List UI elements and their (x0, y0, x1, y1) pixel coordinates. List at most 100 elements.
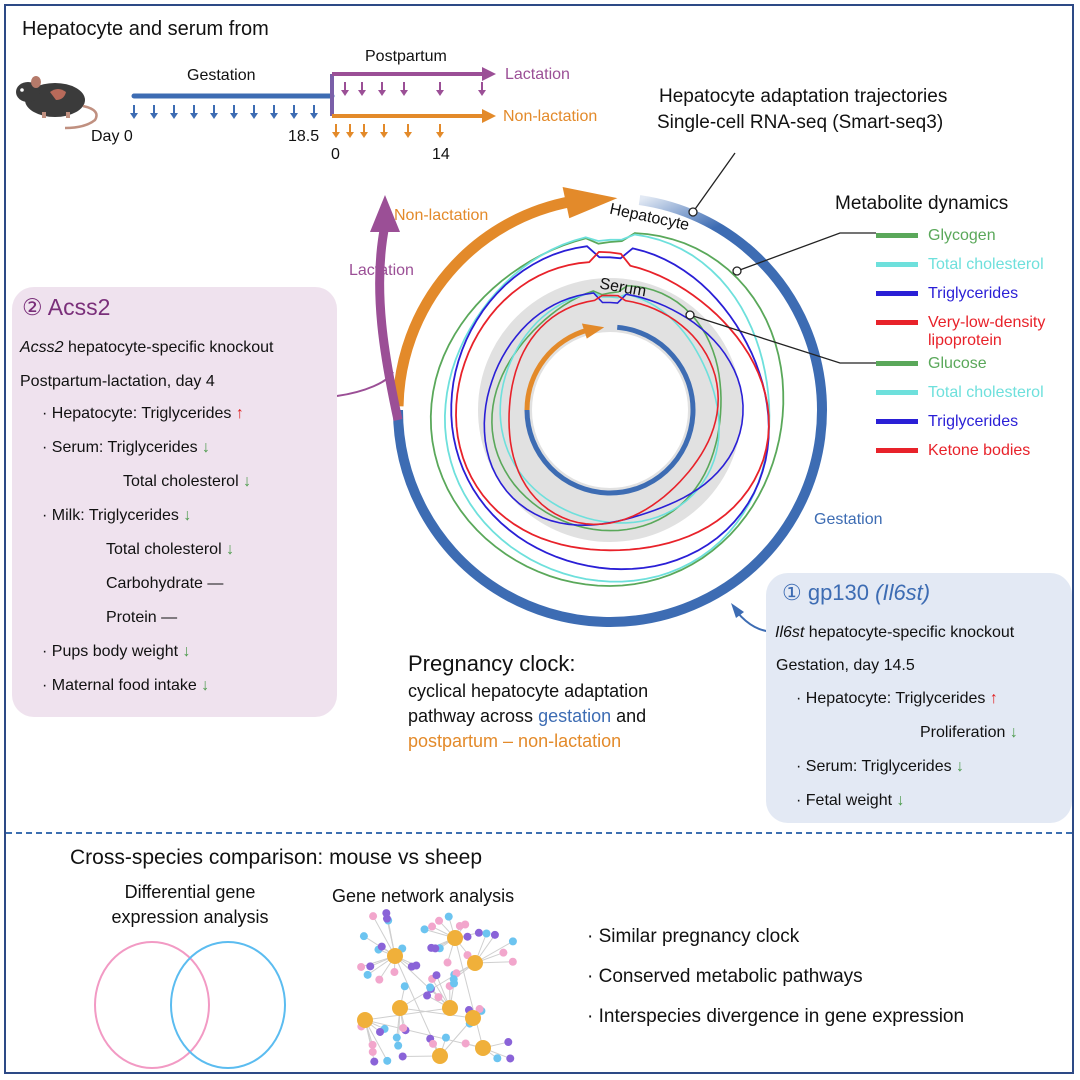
lactation-sample-arrows (341, 82, 486, 96)
network-node (428, 922, 437, 931)
gp130-title-name: ① gp130 (782, 580, 876, 605)
acss2-pointer (336, 371, 394, 397)
day-18-5-label: 18.5 (288, 128, 320, 145)
sample-arrow-head (170, 113, 178, 119)
network-edge (454, 937, 484, 1049)
network-node (423, 991, 432, 1000)
sample-arrow-head (400, 90, 408, 96)
network-edge (364, 1007, 451, 1021)
network-node (400, 982, 409, 991)
network-hub-node (357, 1012, 373, 1028)
sample-arrow-head (230, 113, 238, 119)
network-node (475, 1005, 484, 1014)
pregnancy-clock-line1: cyclical hepatocyte adaptation (408, 681, 649, 701)
finding-row: Carbohydrate — (106, 575, 223, 593)
hepatocyte-callout-dot (732, 266, 742, 276)
sample-arrow-head (436, 90, 444, 96)
network-node (463, 932, 472, 941)
network-edge (394, 955, 451, 1009)
network-node (398, 1052, 407, 1061)
gestation-sample-arrows (130, 105, 318, 119)
serum-legend-item: Triglycerides (876, 413, 1018, 431)
no-change-icon: — (207, 575, 224, 592)
finding-row: Proliferation ↓ (920, 724, 1018, 742)
finding-row: · Milk: Triglycerides ↓ (42, 507, 191, 525)
non-lactation-arrowhead (482, 109, 496, 123)
sample-arrow-head (404, 132, 412, 138)
serum-legend-callout (689, 314, 876, 364)
network-node (443, 958, 452, 967)
clock-non-lactation-label: Non-lactation (394, 207, 489, 224)
network-node (426, 983, 435, 992)
trajectories-method: Single-cell RNA-seq (Smart-seq3) (657, 112, 944, 133)
sample-arrow-head (341, 90, 349, 96)
legend-label: Triglycerides (928, 413, 1019, 430)
sample-arrow-head (190, 113, 198, 119)
network-node (441, 1033, 450, 1042)
network-node (376, 1027, 385, 1036)
clock-lactation-label: Lactation (349, 262, 414, 279)
legend-swatch (876, 291, 918, 297)
finding-row: · Serum: Triglycerides ↓ (796, 758, 964, 776)
legend-swatch (876, 233, 918, 239)
lactation-arrowhead (370, 195, 400, 232)
finding-text: Total cholesterol (123, 473, 244, 490)
timeline-diagram (16, 67, 496, 138)
gp130-condition: Gestation, day 14.5 (776, 657, 915, 674)
legend-swatch (876, 448, 918, 454)
network-node (506, 1054, 515, 1063)
network-node (432, 971, 441, 980)
venn-circle-mouse (94, 941, 210, 1069)
legend-label: Very-low-density (928, 314, 1046, 331)
network-node (357, 962, 366, 971)
legend-swatch (876, 419, 918, 425)
acss2-knockout-line: Acss2 hepatocyte-specific knockout (20, 339, 273, 357)
network-hub-node (475, 1040, 491, 1056)
network-node (382, 909, 391, 918)
non-lactation-label: Non-lactation (503, 108, 598, 125)
deg-title-line1: Differential gene (124, 882, 256, 902)
day-0-label: Day 0 (91, 128, 133, 145)
line2-gestation: gestation (538, 706, 612, 726)
legend-label: Total cholesterol (928, 256, 1044, 273)
gp130-knockout-line: Il6st hepatocyte-specific knockout (775, 624, 1014, 642)
non-lactation-inner-arc (524, 327, 590, 411)
finding-text: · Hepatocyte: Triglycerides (796, 690, 990, 707)
network-node (407, 962, 416, 971)
arrow-down-icon: ↓ (896, 792, 905, 809)
trajectories-callout-dot (688, 207, 698, 217)
legend-label-continued: lipoprotein (928, 332, 1002, 349)
legend-label: Total cholesterol (928, 384, 1044, 401)
hepatocyte-trajectory-curve (429, 232, 785, 587)
network-hub-node (467, 955, 483, 971)
acss2-title: ② Acss2 (22, 294, 111, 320)
finding-text: · Serum: Triglycerides (796, 758, 957, 775)
non-lactation-sample-arrows (332, 124, 444, 138)
sample-arrow-head (478, 90, 486, 96)
sample-arrow-head (130, 113, 138, 119)
network-node (377, 942, 386, 951)
sample-arrow-head (346, 132, 354, 138)
finding-text: Carbohydrate (106, 575, 208, 592)
serum-legend-item: Ketone bodies (876, 442, 1030, 460)
sample-arrow-head (436, 132, 444, 138)
network-node (490, 930, 499, 939)
sample-arrow-head (270, 113, 278, 119)
postpartum-label: Postpartum (365, 48, 447, 65)
pregnancy-clock-line2: pathway across gestation and (408, 706, 646, 727)
network-node (474, 928, 483, 937)
arrow-up-icon: ↑ (989, 690, 998, 707)
legend-swatch (876, 262, 918, 268)
network-node (429, 1039, 438, 1048)
lactation-label: Lactation (505, 66, 570, 83)
finding-text: · Pups body weight (42, 643, 183, 660)
arrow-down-icon: ↓ (202, 439, 211, 456)
cross-species-finding: · Conserved metabolic pathways (587, 966, 863, 987)
arrow-down-icon: ↓ (1009, 724, 1018, 741)
finding-text: · Milk: Triglycerides (42, 507, 184, 524)
acss2-knockout-text: hepatocyte-specific knockout (63, 339, 274, 356)
hepatocyte-trajectory-curve (455, 250, 770, 552)
legend-swatch (876, 320, 918, 326)
gp130-title-gene: (Il6st) (875, 580, 931, 605)
